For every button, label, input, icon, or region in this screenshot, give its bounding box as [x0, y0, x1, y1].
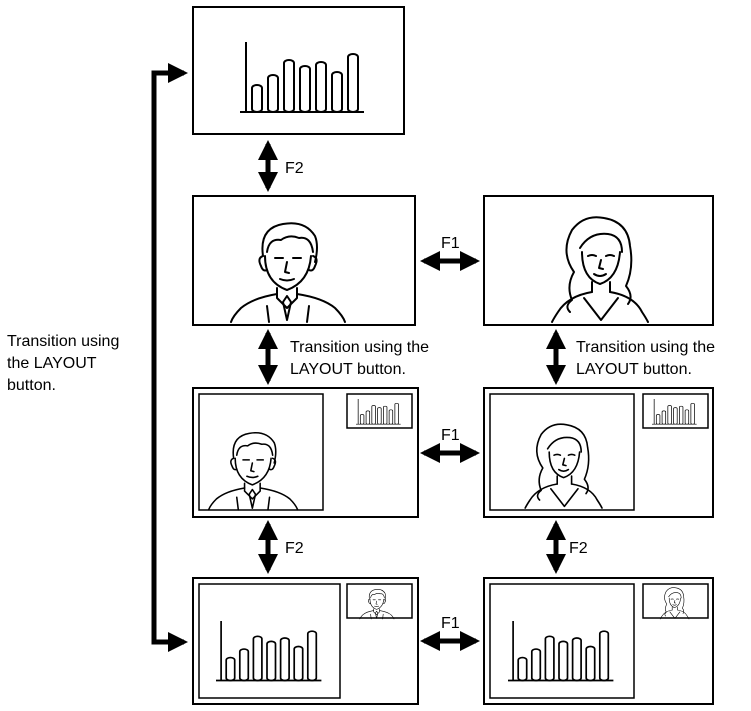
screen-man-full — [192, 195, 416, 326]
f1-label-row2: F1 — [441, 235, 460, 252]
f2-arrow-top: F2 — [258, 140, 304, 192]
screen-graph-with-woman-inset — [483, 577, 714, 705]
layout-label-woman: Transition using the LAYOUT button. — [576, 339, 720, 378]
f1-arrow-row2: F1 — [420, 235, 480, 271]
layout-bracket-arrow: Transition using the LAYOUT button. — [7, 63, 188, 652]
screen-graph-full — [192, 6, 405, 135]
f2-label-top: F2 — [285, 160, 304, 177]
f1-label-row3: F1 — [441, 427, 460, 444]
layout-label-left: Transition using the LAYOUT button. — [7, 333, 124, 394]
layout-label-man: Transition using the LAYOUT button. — [290, 339, 434, 378]
f1-label-row4: F1 — [441, 615, 460, 632]
f1-arrow-row4: F1 — [420, 615, 480, 651]
f2-arrow-right-bottom: F2 — [546, 520, 588, 574]
screen-woman-with-graph-inset — [483, 387, 714, 518]
layout-arrow-man: Transition using the LAYOUT button. — [258, 329, 434, 385]
layout-arrow-woman: Transition using the LAYOUT button. — [546, 329, 720, 385]
screen-man-with-graph-inset — [192, 387, 419, 518]
f2-label-right-bottom: F2 — [569, 540, 588, 557]
f2-label-left-bottom: F2 — [285, 540, 304, 557]
f1-arrow-row3: F1 — [420, 427, 480, 463]
f2-arrow-left-bottom: F2 — [258, 520, 304, 574]
screen-woman-full — [483, 195, 714, 326]
screen-graph-with-man-inset — [192, 577, 419, 705]
